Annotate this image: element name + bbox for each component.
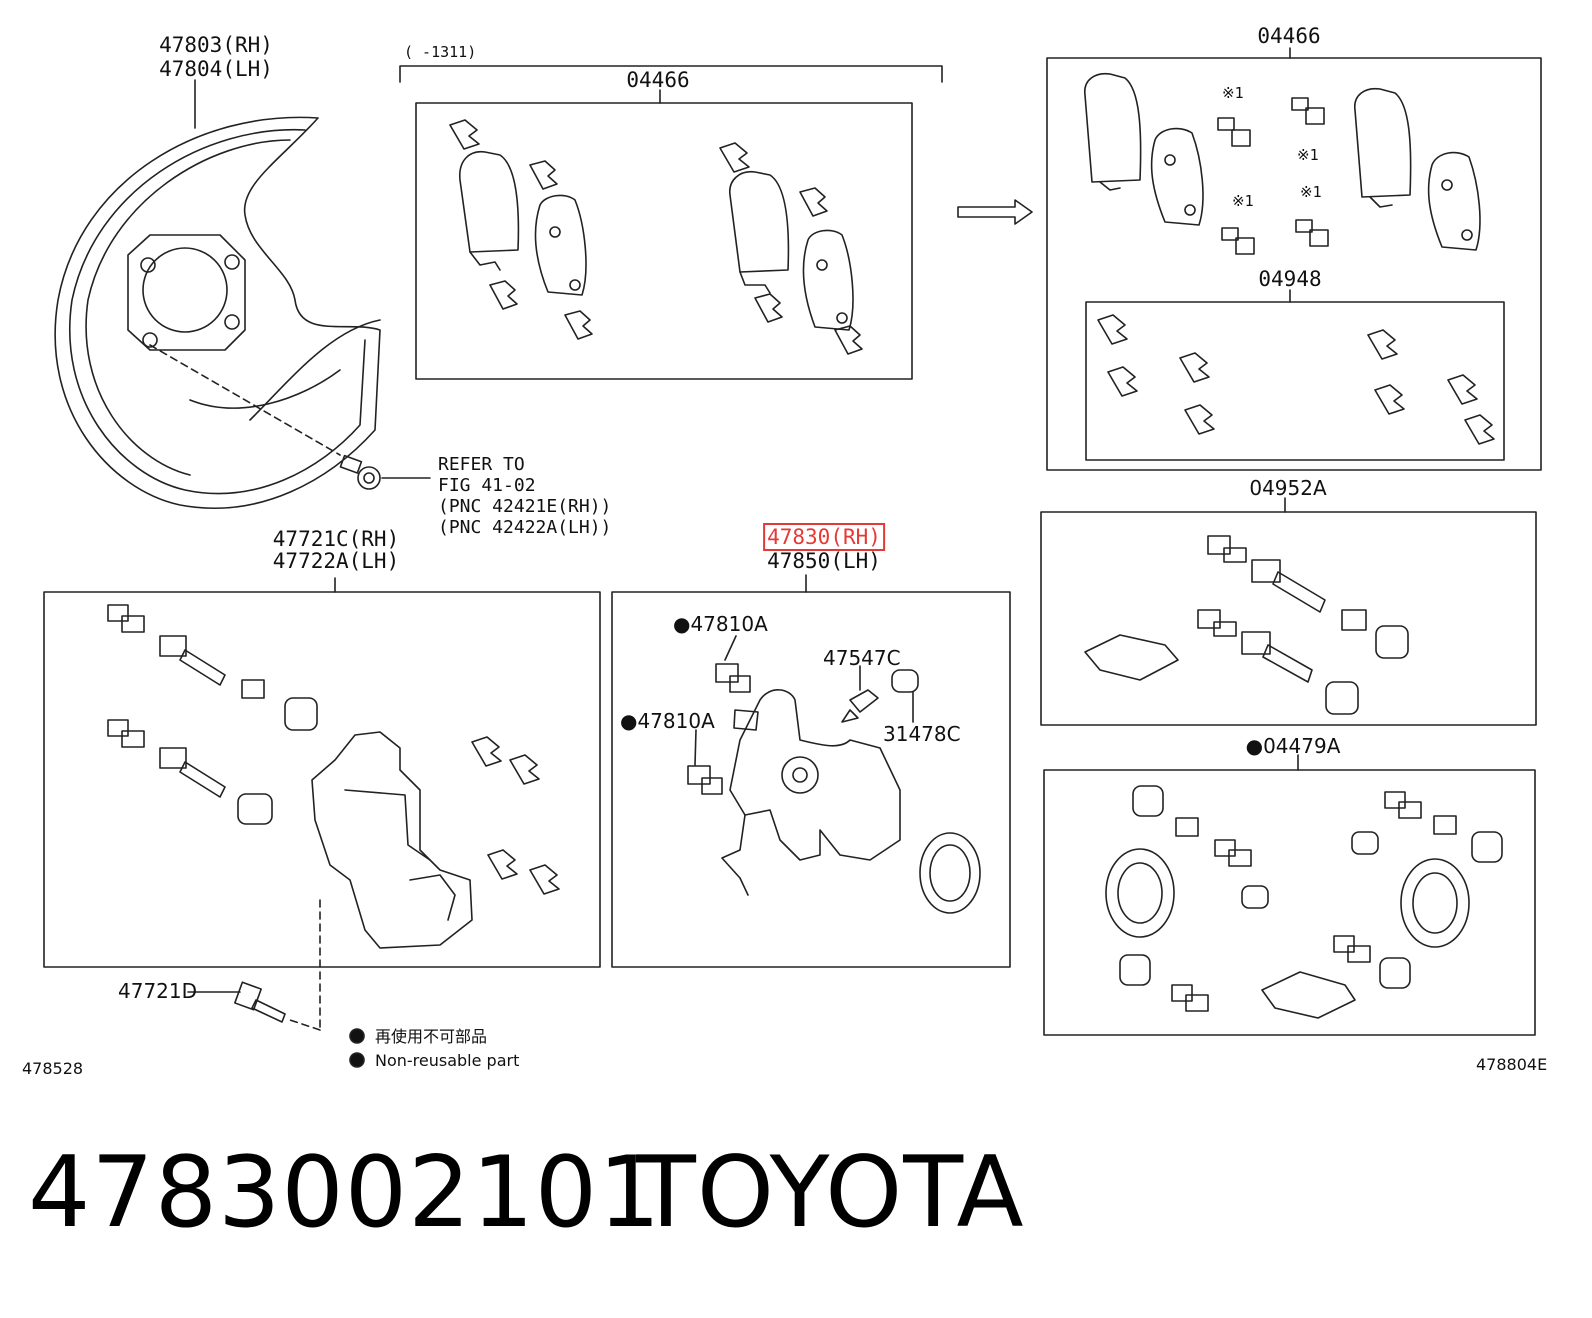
figure-code-left: 478528 — [22, 1059, 84, 1078]
bolt-47810a-label-1: ●47810A — [673, 612, 768, 636]
caliper-illustration — [687, 663, 981, 914]
mounting-rh-label: 47721C(RH) — [272, 527, 400, 551]
refer-line-4: (PNC 42422A(LH)) — [438, 517, 612, 538]
slide-kit-label: 04952A — [1249, 476, 1327, 500]
plug-47547c-label: 47547C — [823, 646, 901, 670]
bolt-47810a-label-2: ●47810A — [620, 709, 715, 733]
caliper-rh-highlight[interactable]: 47830(RH) — [763, 523, 885, 551]
dust-shield-illustration — [54, 116, 381, 509]
caliper-lh-label: 47850(LH) — [767, 549, 881, 573]
mounting-lh-label: 47722A(LH) — [272, 549, 400, 573]
bracket-code-label: ( -1311) — [404, 43, 477, 61]
bolt-47721d-illustration — [234, 981, 286, 1023]
refer-line-3: (PNC 42421E(RH)) — [438, 496, 612, 517]
bolt-47721d-label: 47721D — [118, 979, 198, 1003]
brake-pads-right-illustration — [1084, 72, 1481, 255]
shield-bolt-illustration — [339, 454, 381, 490]
fitting-kit-label: 04948 — [1258, 267, 1322, 291]
pad-kit-right-label: 04466 — [1257, 24, 1321, 48]
figure-code-right: 478804E — [1476, 1055, 1548, 1074]
brand-title: TOYOTA — [636, 1136, 1025, 1250]
note-mark-1d: ※1 — [1300, 183, 1322, 201]
pad-kit-top-label: 04466 — [626, 68, 690, 92]
note-mark-1b: ※1 — [1297, 146, 1319, 164]
shield-lh-label: 47804(LH) — [159, 57, 273, 81]
part-number-title: 4783002101 — [28, 1136, 662, 1250]
note-mark-1c: ※1 — [1232, 192, 1254, 210]
fitting-kit-clips-illustration — [1097, 314, 1495, 445]
cap-31478c-label: 31478C — [883, 722, 961, 746]
legend-english: Non-reusable part — [375, 1051, 520, 1070]
brake-pads-top-illustration — [449, 119, 863, 355]
note-mark-1a: ※1 — [1222, 84, 1244, 102]
refer-line-1: REFER TO — [438, 454, 525, 475]
legend-japanese: 再使用不可部品 — [375, 1027, 488, 1046]
mounting-bracket-illustration — [107, 604, 560, 949]
slide-kit-illustration — [1084, 535, 1409, 715]
refer-line-2: FIG 41-02 — [438, 475, 536, 496]
seal-kit-illustration — [1105, 785, 1503, 1019]
seal-kit-label: ●04479A — [1245, 734, 1341, 758]
caliper-rh-label[interactable]: 47830(RH) — [763, 523, 885, 551]
shield-rh-label: 47803(RH) — [159, 33, 273, 57]
